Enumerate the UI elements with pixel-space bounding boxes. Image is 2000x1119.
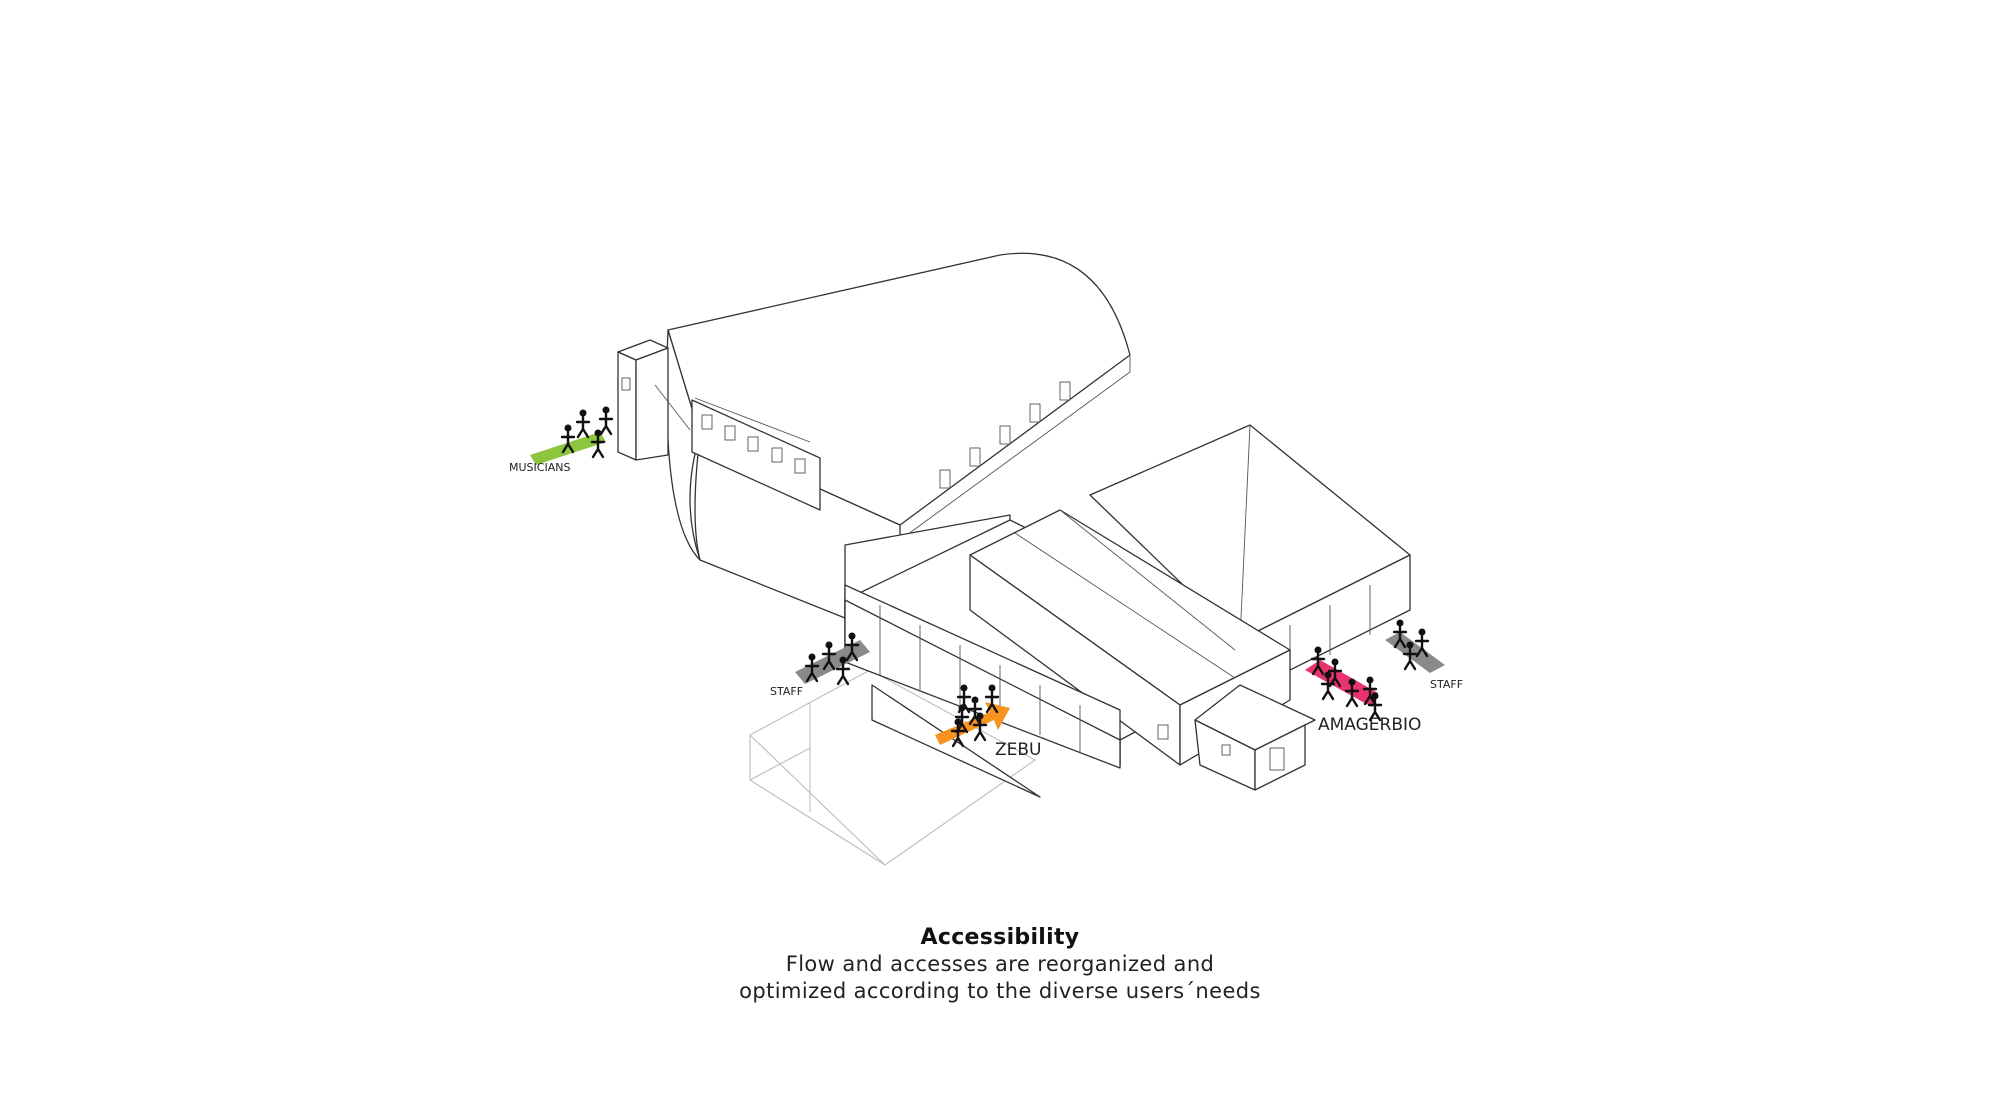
stair-tower <box>617 339 691 461</box>
entrance-hut <box>1194 684 1316 791</box>
label-staff-right: STAFF <box>1430 678 1463 691</box>
caption-line-2: optimized according to the diverse users… <box>739 979 1261 1003</box>
label-amagerbio: AMAGERBIO <box>1318 715 1421 735</box>
people-group-musicians <box>560 406 614 459</box>
people-group-staff-left <box>804 632 860 686</box>
label-zebu: ZEBU <box>995 740 1042 760</box>
roof-skylights <box>939 381 1071 489</box>
label-staff-left: STAFF <box>770 685 803 698</box>
caption-title: Accessibility <box>920 925 1080 950</box>
caption-line-1: Flow and accesses are reorganized and <box>785 952 1215 976</box>
side-window-band <box>691 399 821 511</box>
label-musicians: MUSICIANS <box>509 461 570 474</box>
people-group-staff-right <box>1392 619 1430 671</box>
people-group-zebu <box>950 684 1000 748</box>
access-staff-right <box>1385 632 1445 673</box>
access-zebu <box>935 702 1010 745</box>
people-group-amagerbio <box>1310 646 1383 722</box>
access-musicians <box>530 432 606 465</box>
ghost-plaza-outline <box>749 669 1037 866</box>
front-side-facade <box>844 584 1121 769</box>
access-amagerbio <box>1305 660 1378 707</box>
